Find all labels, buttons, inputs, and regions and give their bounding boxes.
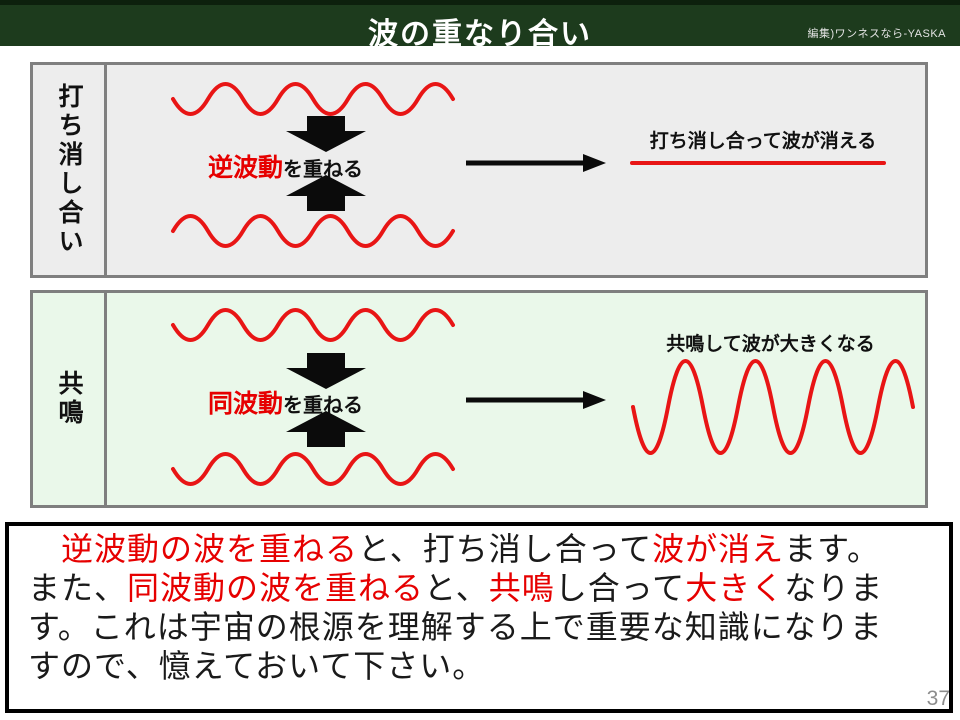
arrow-down-icon xyxy=(286,116,366,152)
overlay-label-black: を重ねる xyxy=(283,159,364,181)
paragraph-segment xyxy=(28,531,61,567)
slide-title: 波の重なり合い xyxy=(368,18,592,51)
overlay-label-black: を重ねる xyxy=(283,395,364,417)
wave-top-opposite-phase xyxy=(171,82,455,116)
arrow-up-icon xyxy=(286,411,366,447)
wave-bottom-same-phase xyxy=(171,452,455,486)
summary-box: 逆波動の波を重ねると、打ち消し合って波が消えます。また、同波動の波を重ねると、共… xyxy=(5,522,953,713)
overlay-label-red: 同波動 xyxy=(208,390,284,418)
paragraph-segment-red: 大きく xyxy=(685,570,785,606)
paragraph-line: す。これは宇宙の根源を理解する上で重要な知識になりま xyxy=(28,608,935,647)
paragraph-segment-red: 波が消え xyxy=(652,531,785,567)
canceled-wave-line xyxy=(630,161,886,165)
summary-paragraph: 逆波動の波を重ねると、打ち消し合って波が消えます。また、同波動の波を重ねると、共… xyxy=(28,530,935,686)
paragraph-segment: なりま xyxy=(784,570,884,606)
paragraph-segment: と、 xyxy=(424,570,489,606)
paragraph-segment-red: 同波動の波を重ねる xyxy=(127,570,425,606)
result-caption-cancel: 打ち消し合って波が消える xyxy=(649,131,877,152)
result-caption-resonance: 共鳴して波が大きくなる xyxy=(666,334,875,355)
paragraph-segment: ます。 xyxy=(784,531,880,567)
panel-cancel-out: 打ち消し合い 逆波動を重ねる 打ち消し合って波が消える xyxy=(30,62,928,278)
overlay-label-opposite: 逆波動を重ねる xyxy=(208,153,363,187)
credit-text: 編集)ワンネスなら-YASKA xyxy=(807,28,946,40)
page-number: 37 xyxy=(926,687,950,710)
wave-top-same-phase xyxy=(171,308,455,342)
paragraph-segment: と、打ち消し合って xyxy=(358,531,653,567)
arrow-right-icon xyxy=(466,154,606,172)
paragraph-segment-red: 共鳴 xyxy=(488,570,555,606)
arrow-up-icon xyxy=(286,175,366,211)
paragraph-segment: す。これは宇宙の根源を理解する上で重要な知識になりま xyxy=(28,609,883,645)
amplified-wave xyxy=(631,359,915,455)
paragraph-segment: また、 xyxy=(28,570,128,606)
panel-cancel-label: 打ち消し合い xyxy=(33,65,107,275)
panel-resonance-label: 共鳴 xyxy=(33,293,107,505)
paragraph-segment-red: 逆波動の波を重ねる xyxy=(61,531,359,567)
panel-cancel-label-text: 打ち消し合い xyxy=(55,83,83,257)
overlay-label-red: 逆波動 xyxy=(208,154,284,182)
wave-bottom-opposite-phase xyxy=(171,214,455,248)
arrow-right-icon xyxy=(466,391,606,409)
paragraph-segment: し合って xyxy=(554,570,686,606)
paragraph-line: すので、憶えておいて下さい。 xyxy=(28,647,935,686)
paragraph-line: また、同波動の波を重ねると、共鳴し合って大きくなりま xyxy=(28,569,935,608)
overlay-label-same: 同波動を重ねる xyxy=(208,389,363,423)
arrow-down-icon xyxy=(286,353,366,389)
paragraph-line: 逆波動の波を重ねると、打ち消し合って波が消えます。 xyxy=(28,530,935,569)
title-bar: 波の重なり合い 編集)ワンネスなら-YASKA xyxy=(0,0,960,51)
panel-resonance: 共鳴 同波動を重ねる 共鳴して波が大きくなる xyxy=(30,290,928,508)
paragraph-segment: すので、憶えておいて下さい。 xyxy=(28,648,486,684)
panel-resonance-label-text: 共鳴 xyxy=(55,370,83,428)
